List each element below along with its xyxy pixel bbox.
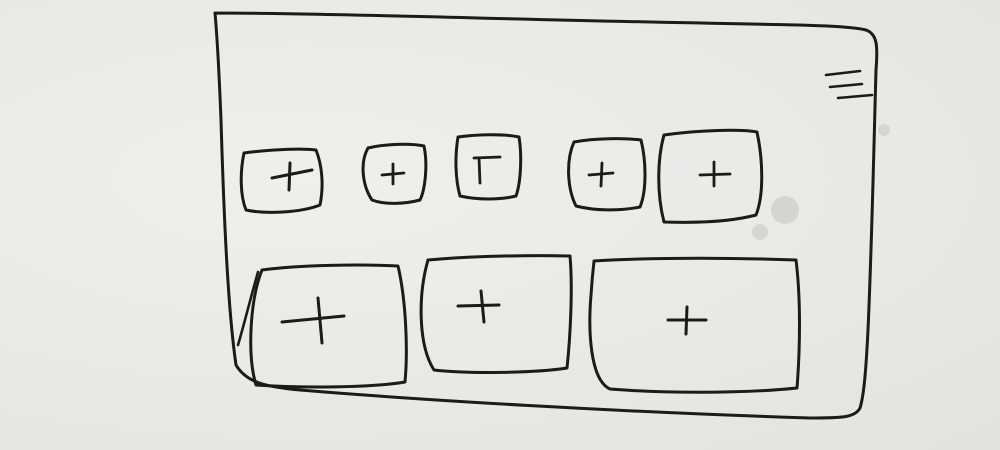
large-tile-1[interactable] — [236, 263, 408, 389]
smudge-marks — [752, 124, 890, 240]
small-tile-3[interactable] — [454, 133, 523, 201]
hamburger-menu-icon[interactable] — [824, 69, 874, 100]
plus-icon — [698, 160, 732, 188]
small-tile-1[interactable] — [239, 147, 324, 214]
large-tile-2[interactable] — [419, 254, 573, 374]
plus-icon — [280, 296, 346, 345]
plus-icon — [456, 289, 501, 324]
small-tile-2[interactable] — [361, 142, 428, 205]
plus-icon — [380, 162, 406, 186]
small-tile-5[interactable] — [657, 128, 764, 224]
small-tile-4[interactable] — [567, 137, 647, 212]
plus-icon — [587, 161, 615, 188]
screen-frame — [213, 11, 879, 420]
plus-icon — [472, 155, 502, 185]
plus-icon — [270, 161, 314, 192]
plus-icon — [666, 305, 708, 336]
large-tile-3[interactable] — [588, 256, 801, 394]
